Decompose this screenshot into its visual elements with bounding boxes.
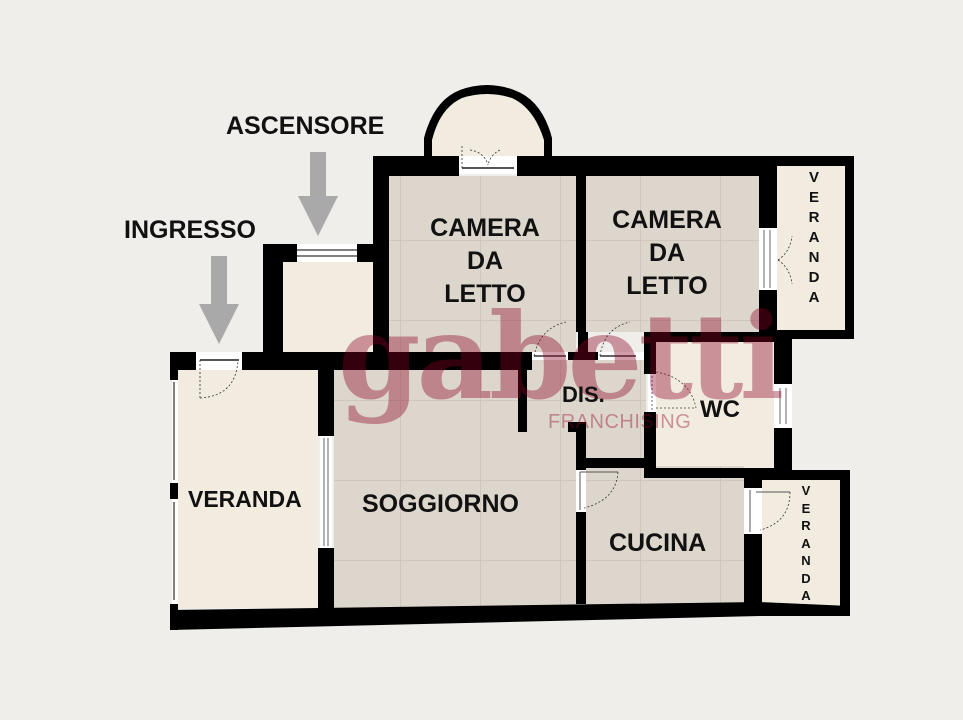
- room-cucina: CUCINA: [609, 529, 707, 557]
- room-wc: WC: [700, 396, 740, 423]
- room-dis: DIS.: [562, 382, 605, 407]
- letter: D: [801, 570, 811, 586]
- ascensore-label: ASCENSORE: [226, 112, 385, 140]
- letter: N: [808, 249, 820, 266]
- ascensore-arrow-icon: [298, 152, 338, 236]
- letter: A: [808, 229, 820, 246]
- floor-balcony: [432, 94, 544, 156]
- openings: [172, 146, 793, 604]
- room-camera-2: CAMERA DA LETTO: [592, 204, 742, 303]
- letter: V: [801, 483, 811, 498]
- room-camera-2-line: DA: [648, 239, 686, 267]
- letter: E: [801, 500, 811, 516]
- letter: A: [801, 535, 811, 551]
- room-camera-1-line: CAMERA: [430, 214, 540, 242]
- room-veranda-right-top: V E R A N D A: [804, 168, 824, 308]
- walls: [170, 85, 854, 630]
- letter: A: [801, 588, 811, 603]
- letter: V: [808, 169, 819, 186]
- room-camera-1-line: DA: [466, 247, 504, 275]
- letter: A: [808, 289, 820, 306]
- floor-wc: [656, 340, 774, 468]
- floor-cucina: [586, 466, 744, 604]
- ingresso-label: INGRESSO: [124, 216, 256, 244]
- letter: R: [801, 518, 811, 533]
- floor-camera-2: [586, 176, 759, 332]
- room-veranda-right-bottom: V E R A N D A: [796, 482, 816, 605]
- floor-camera-1: [389, 176, 576, 356]
- floor-ascensore: [283, 262, 373, 352]
- room-camera-1: CAMERA DA LETTO: [410, 212, 560, 311]
- arrows: [199, 152, 338, 344]
- floor-dis: [528, 358, 646, 458]
- letter: D: [808, 269, 820, 286]
- room-veranda-left: VERANDA: [188, 486, 302, 512]
- letter: E: [808, 189, 819, 206]
- letter: N: [801, 553, 811, 568]
- floor-veranda-rb: [762, 479, 840, 605]
- floors: [178, 94, 845, 608]
- letter: R: [808, 209, 820, 226]
- room-camera-2-line: LETTO: [626, 272, 708, 300]
- room-camera-2-line: CAMERA: [612, 206, 722, 234]
- room-camera-1-line: LETTO: [444, 280, 526, 308]
- floor-veranda-left: [178, 370, 318, 608]
- room-soggiorno: SOGGIORNO: [362, 490, 519, 518]
- ingresso-arrow-icon: [199, 256, 239, 344]
